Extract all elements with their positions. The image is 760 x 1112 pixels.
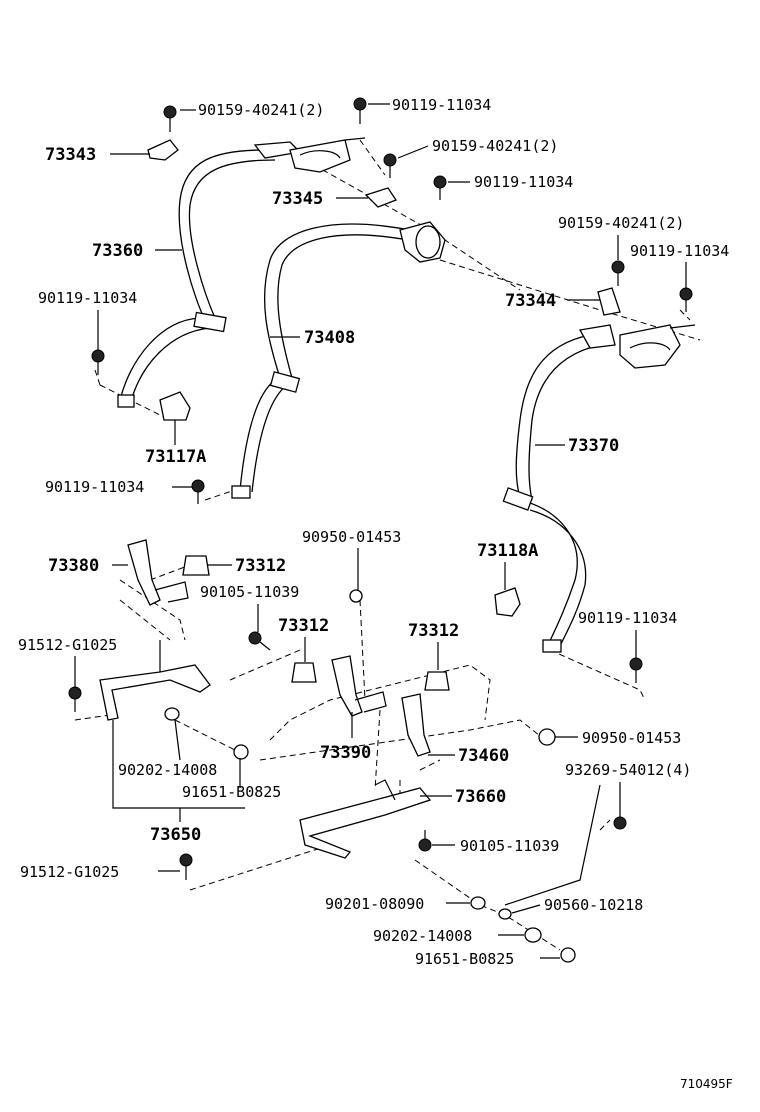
cover-73343 [147, 139, 179, 161]
label-90119-11034-e: 90119-11034 [45, 478, 144, 496]
bolt-90159-a [163, 105, 177, 132]
label-73312-b: 73312 [278, 616, 329, 636]
label-73460: 73460 [458, 746, 509, 766]
bolt-90119-e [191, 479, 205, 504]
label-73343: 73343 [45, 145, 96, 165]
nut-91651-a [233, 744, 249, 760]
cover-73117a [159, 391, 191, 421]
seat-belt-73360 [117, 137, 366, 408]
clip-90950-a [349, 589, 363, 603]
seat-belt-73370 [502, 324, 696, 653]
cover-73344 [597, 287, 621, 316]
washer-90202-a [164, 707, 180, 721]
label-73660: 73660 [455, 787, 506, 807]
label-73370: 73370 [568, 436, 619, 456]
washer-90202-b [524, 927, 542, 943]
part-labels: 90159-40241(2) 90119-11034 73343 90159-4… [18, 96, 733, 1091]
label-91651-b0825-a: 91651-B0825 [182, 783, 281, 801]
cap-73312-c [424, 671, 450, 691]
spacer-90560 [498, 908, 512, 920]
label-90119-11034-d: 90119-11034 [38, 289, 137, 307]
clip-90950-b [538, 728, 556, 746]
bolt-90159-c [611, 260, 625, 286]
bolt-91512-a [68, 686, 82, 712]
bolts [68, 97, 693, 880]
label-91512-g1025-b: 91512-G1025 [20, 863, 119, 881]
label-73390: 73390 [320, 743, 371, 763]
label-73650: 73650 [150, 825, 201, 845]
bolt-90119-b [433, 175, 447, 200]
label-93269-54012: 93269-54012(4) [565, 761, 691, 779]
bolt-90159-b [383, 153, 397, 178]
label-73118a: 73118A [477, 541, 538, 561]
label-90119-11034-c: 90119-11034 [630, 242, 729, 260]
cover-73118a [494, 587, 521, 617]
label-73344: 73344 [505, 291, 556, 311]
label-73360: 73360 [92, 241, 143, 261]
diagram-code: 710495F [680, 1077, 733, 1091]
label-73117a: 73117A [145, 447, 206, 467]
label-90950-01453-a: 90950-01453 [302, 528, 401, 546]
bracket-73650 [99, 664, 211, 721]
buckle-73380 [127, 539, 161, 606]
nut-91651-b [560, 947, 576, 963]
label-90119-11034-f: 90119-11034 [578, 609, 677, 627]
parts-small [99, 139, 621, 963]
label-73312-c: 73312 [408, 621, 459, 641]
label-91651-b0825-b: 91651-B0825 [415, 950, 514, 968]
buckle-73460 [401, 693, 431, 757]
label-73408: 73408 [304, 328, 355, 348]
label-73345: 73345 [272, 189, 323, 209]
bracket-73660 [299, 787, 432, 859]
label-90950-01453-b: 90950-01453 [582, 729, 681, 747]
buckle-73390 [331, 655, 363, 717]
label-90159-40241-a: 90159-40241(2) [198, 101, 324, 119]
label-90105-11039-b: 90105-11039 [460, 837, 559, 855]
cap-73312-a [182, 555, 210, 576]
label-90560-10218: 90560-10218 [544, 896, 643, 914]
bolt-91512-b [179, 853, 193, 880]
cover-73345 [364, 187, 397, 208]
label-90119-11034-a: 90119-11034 [392, 96, 491, 114]
label-90159-40241-c: 90159-40241(2) [558, 214, 684, 232]
label-90202-14008-b: 90202-14008 [373, 927, 472, 945]
label-90119-11034-b: 90119-11034 [474, 173, 573, 191]
label-90202-14008-a: 90202-14008 [118, 761, 217, 779]
label-73380: 73380 [48, 556, 99, 576]
leader-lines [74, 103, 687, 959]
bolt-90105-a [248, 631, 271, 651]
bolt-93269 [613, 810, 627, 830]
seat-belt-73408 [231, 221, 446, 499]
bolt-90119-c [679, 287, 693, 312]
label-91512-g1025-a: 91512-G1025 [18, 636, 117, 654]
washer-90201 [470, 896, 486, 910]
label-90201-08090: 90201-08090 [325, 895, 424, 913]
label-90105-11039-a: 90105-11039 [200, 583, 299, 601]
bolt-90119-f [629, 657, 643, 683]
bolt-90105-b [418, 830, 432, 852]
cap-73312-b [291, 662, 317, 683]
label-90159-40241-b: 90159-40241(2) [432, 137, 558, 155]
label-73312-a: 73312 [235, 556, 286, 576]
bolt-90119-d [91, 349, 105, 375]
bolt-90119-a [353, 97, 367, 124]
